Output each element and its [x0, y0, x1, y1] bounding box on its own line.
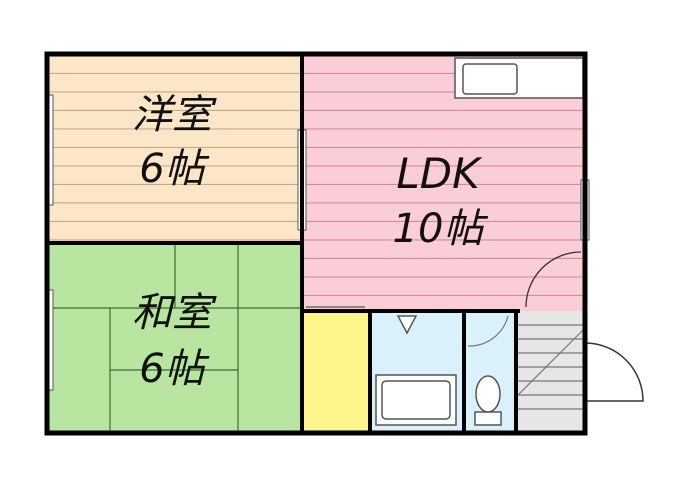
ldk-room-size: 10帖 — [393, 206, 489, 252]
bathtub-inner — [381, 380, 451, 420]
toilet-bowl-icon — [475, 375, 501, 413]
entrance-door-arc — [584, 342, 644, 402]
room-western — [49, 56, 302, 243]
western-room-name: 洋室 — [132, 92, 217, 138]
staircase — [517, 324, 584, 410]
walls — [44, 51, 588, 436]
washbasin-icon — [396, 315, 418, 335]
tatami-lines — [49, 243, 302, 431]
western-room-size: 6帖 — [139, 146, 209, 192]
japanese-room-size: 6帖 — [139, 346, 209, 392]
toilet-tank-icon — [474, 411, 502, 426]
ldk-door-arc — [525, 251, 582, 308]
room-closet — [302, 311, 368, 431]
japanese-room-name: 和室 — [132, 290, 217, 336]
room-stairs — [516, 311, 585, 431]
kitchen-sink — [462, 63, 518, 95]
toilet-door-arc — [467, 315, 509, 347]
ldk-room-name: LDK — [396, 149, 483, 198]
